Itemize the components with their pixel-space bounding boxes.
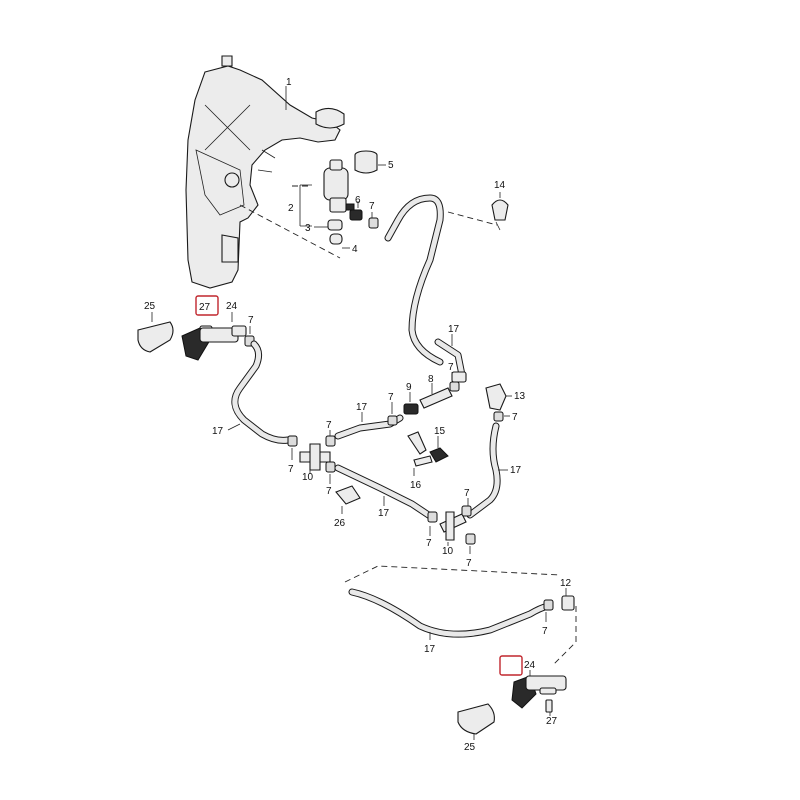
callout-10: 10 bbox=[442, 546, 454, 557]
reference-line bbox=[447, 211, 498, 226]
t-piece bbox=[427, 505, 476, 545]
callout-26: 26 bbox=[334, 518, 346, 529]
mounting-screw bbox=[545, 699, 553, 713]
callout-17: 17 bbox=[448, 324, 460, 335]
callout-14: 14 bbox=[494, 180, 506, 191]
grommet bbox=[329, 233, 343, 245]
washer-hose bbox=[348, 588, 552, 638]
hose-connector bbox=[543, 595, 575, 611]
hose-connector bbox=[403, 338, 467, 415]
callout-9: 9 bbox=[406, 382, 412, 393]
leader-2 bbox=[299, 184, 312, 227]
washer-hose bbox=[334, 464, 434, 520]
callout-7: 7 bbox=[326, 486, 332, 497]
hose-clamp bbox=[387, 415, 398, 426]
washer-hose bbox=[466, 422, 501, 519]
callout-7: 7 bbox=[369, 201, 375, 212]
callout-13: 13 bbox=[514, 391, 526, 402]
elbow-connector bbox=[485, 383, 507, 411]
callout-24: 24 bbox=[524, 660, 536, 671]
callout-17: 17 bbox=[424, 644, 436, 655]
nozzle-cover bbox=[457, 703, 495, 735]
hose-clamp bbox=[493, 411, 504, 422]
callout-7: 7 bbox=[426, 538, 432, 549]
callout-12: 12 bbox=[560, 578, 572, 589]
pump-connector bbox=[349, 209, 363, 221]
callout-7: 7 bbox=[542, 626, 548, 637]
reference-line bbox=[553, 606, 577, 665]
callout-17: 17 bbox=[510, 465, 522, 476]
reference-line bbox=[239, 204, 341, 259]
hose-bracket bbox=[335, 485, 361, 505]
callout-7: 7 bbox=[512, 412, 518, 423]
hose-clamp bbox=[449, 381, 460, 392]
hose-clamp bbox=[368, 217, 379, 229]
callout-7: 7 bbox=[326, 420, 332, 431]
callout-27: 27 bbox=[546, 716, 558, 727]
callout-15: 15 bbox=[434, 426, 446, 437]
reservoir-cap bbox=[354, 150, 378, 174]
reference-line bbox=[344, 565, 561, 583]
callout-7: 7 bbox=[288, 464, 294, 475]
callout-25: 25 bbox=[144, 301, 156, 312]
pump-seal bbox=[327, 219, 343, 231]
callout-2: 2 bbox=[288, 203, 294, 214]
leader-17 bbox=[227, 423, 241, 431]
callout-27: 27 bbox=[199, 302, 211, 313]
callout-4: 4 bbox=[352, 244, 358, 255]
nozzle-cover bbox=[137, 321, 174, 353]
callout-17: 17 bbox=[378, 508, 390, 519]
highlight-marker bbox=[499, 655, 523, 676]
callout-25: 25 bbox=[464, 742, 476, 753]
washer-hose bbox=[231, 340, 292, 444]
callout-7: 7 bbox=[388, 392, 394, 403]
callout-6: 6 bbox=[355, 195, 361, 206]
temperature-sender bbox=[407, 431, 449, 467]
washer-hose bbox=[384, 194, 444, 366]
highlight-marker bbox=[195, 295, 219, 316]
callout-17: 17 bbox=[212, 426, 224, 437]
t-piece bbox=[287, 435, 336, 473]
callout-24: 24 bbox=[226, 301, 238, 312]
callout-8: 8 bbox=[428, 374, 434, 385]
hose-clip bbox=[491, 199, 509, 231]
callout-7: 7 bbox=[466, 558, 472, 569]
callout-5: 5 bbox=[388, 160, 394, 171]
washer-nozzle-telescopic bbox=[511, 675, 567, 709]
callout-17: 17 bbox=[356, 402, 368, 413]
callout-7: 7 bbox=[248, 315, 254, 326]
callout-16: 16 bbox=[410, 480, 422, 491]
washer-fluid-reservoir bbox=[185, 55, 345, 289]
callout-3: 3 bbox=[305, 223, 311, 234]
callout-1: 1 bbox=[286, 77, 292, 88]
washer-pump bbox=[323, 159, 355, 213]
callout-10: 10 bbox=[302, 472, 314, 483]
callout-7: 7 bbox=[464, 488, 470, 499]
callout-7: 7 bbox=[448, 362, 454, 373]
washer-nozzle-telescopic bbox=[181, 325, 247, 361]
